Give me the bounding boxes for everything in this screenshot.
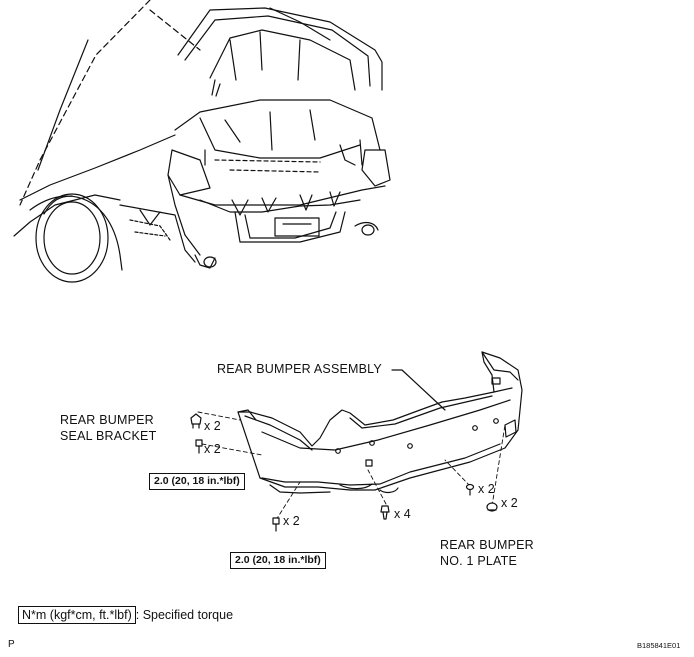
qty-bumper-clip: x 4 [394, 507, 411, 521]
seal-bracket-clip-icon [190, 413, 202, 429]
torque-legend: N*m (kgf*cm, ft.*lbf): Specified torque [18, 606, 234, 624]
qty-seal-bracket-clip: x 2 [204, 419, 221, 433]
figure-code: B185841E01 [637, 641, 681, 650]
qty-screw: x 2 [478, 482, 495, 496]
qty-seal-bracket-bolt: x 2 [204, 442, 221, 456]
bumper-clip-icon [380, 505, 390, 520]
corner-letter: P [8, 639, 15, 650]
label-no1-plate-line1: REAR BUMPER [440, 538, 534, 552]
label-seal-bracket-line2: SEAL BRACKET [60, 429, 157, 443]
legend-unit-box: N*m (kgf*cm, ft.*lbf) [18, 606, 136, 624]
torque-spec-lower: 2.0 (20, 18 in.*lbf) [230, 552, 326, 569]
label-rear-bumper-assembly: REAR BUMPER ASSEMBLY [217, 362, 382, 376]
lower-bolt-icon [272, 517, 280, 532]
rear-bumper-cover [237, 351, 523, 494]
vehicle-rear-illustration [13, 0, 391, 283]
qty-lower-bolt: x 2 [283, 514, 300, 528]
label-seal-bracket-line1: REAR BUMPER [60, 413, 154, 427]
leader-bumper-assembly [391, 369, 446, 411]
legend-text: : Specified torque [135, 608, 234, 622]
torque-spec-upper: 2.0 (20, 18 in.*lbf) [149, 473, 245, 490]
screw-icon [465, 483, 475, 496]
label-no1-plate-line2: NO. 1 PLATE [440, 554, 517, 568]
seal-bracket-bolt-icon [195, 439, 203, 454]
qty-plate: x 2 [501, 496, 518, 510]
alignment-dashes [197, 411, 506, 521]
plate-icon [486, 502, 498, 512]
